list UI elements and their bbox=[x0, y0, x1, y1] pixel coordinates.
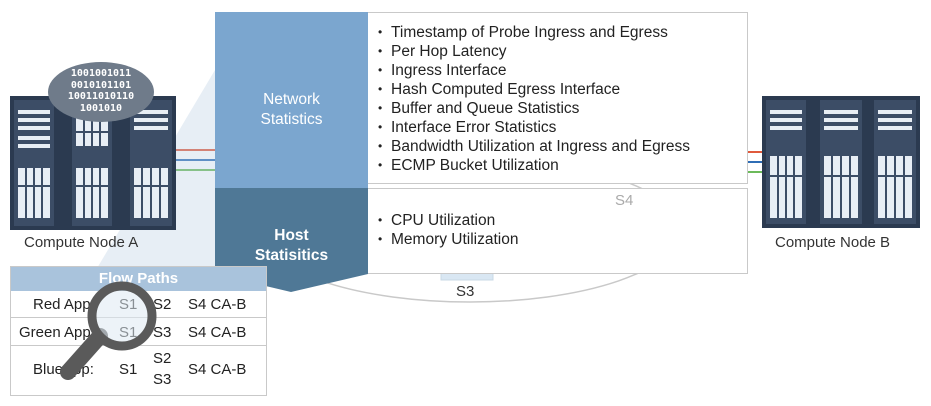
host-statistics-list: CPU Utilization Memory Utilization bbox=[378, 211, 747, 249]
host-statistics-title-line2: Statisitics bbox=[254, 247, 329, 264]
network-statistics-title: Network Statistics bbox=[215, 90, 368, 130]
flow-hop2: S2 bbox=[153, 296, 172, 313]
flow-hop3: S4 CA-B bbox=[188, 324, 247, 341]
flow-app-green: Green App: bbox=[19, 324, 95, 341]
compute-node-a-label: Compute Node A bbox=[24, 234, 139, 251]
flow-hop2: S3 bbox=[153, 324, 172, 341]
compute-node-b-rack-icon bbox=[762, 96, 920, 228]
list-item: Interface Error Statistics bbox=[378, 118, 747, 137]
list-item: CPU Utilization bbox=[378, 211, 747, 230]
binary-data-bubble: 1001001011 0010101101 10011010110 100101… bbox=[48, 62, 154, 122]
magnifying-glass-icon bbox=[60, 281, 157, 380]
list-item: Hash Computed Egress Interface bbox=[378, 80, 747, 99]
flow-hop2: S2 bbox=[153, 350, 172, 367]
network-statistics-arrow bbox=[215, 12, 368, 202]
binary-line: 0010101101 bbox=[70, 79, 132, 91]
binary-line: 1001001011 bbox=[70, 68, 132, 79]
list-item: Ingress Interface bbox=[378, 61, 747, 80]
flow-hop1: S1 bbox=[119, 361, 138, 378]
list-item: ECMP Bucket Utilization bbox=[378, 156, 747, 175]
network-statistics-title-line1: Network bbox=[263, 91, 320, 108]
flow-hop3: S4 CA-B bbox=[188, 361, 247, 378]
list-item: Buffer and Queue Statistics bbox=[378, 99, 747, 118]
binary-line: 1001010 bbox=[79, 102, 123, 114]
flow-paths-table: Flow Paths Red App: S1 S2 S4 CA-B Green … bbox=[10, 266, 267, 396]
list-item: Timestamp of Probe Ingress and Egress bbox=[378, 23, 747, 42]
switch-s4-label: S4 bbox=[615, 192, 634, 209]
network-statistics-list: Timestamp of Probe Ingress and Egress Pe… bbox=[378, 23, 747, 175]
host-statistics-title-line1: Host bbox=[274, 227, 309, 244]
list-item: Memory Utilization bbox=[378, 230, 747, 249]
flow-app-red: Red App: bbox=[33, 296, 95, 313]
compute-node-a-rack-icon bbox=[10, 96, 176, 230]
host-statistics-title: Host Statisitics bbox=[215, 226, 368, 266]
compute-node-b-label: Compute Node B bbox=[775, 234, 891, 251]
binary-line: 10011010110 bbox=[67, 91, 135, 102]
flow-hop2: S3 bbox=[153, 371, 172, 388]
switch-s3-label: S3 bbox=[456, 283, 475, 300]
flow-hop3: S4 CA-B bbox=[188, 296, 247, 313]
list-item: Per Hop Latency bbox=[378, 42, 747, 61]
list-item: Bandwidth Utilization at Ingress and Egr… bbox=[378, 137, 747, 156]
network-statistics-title-line2: Statistics bbox=[260, 111, 323, 128]
